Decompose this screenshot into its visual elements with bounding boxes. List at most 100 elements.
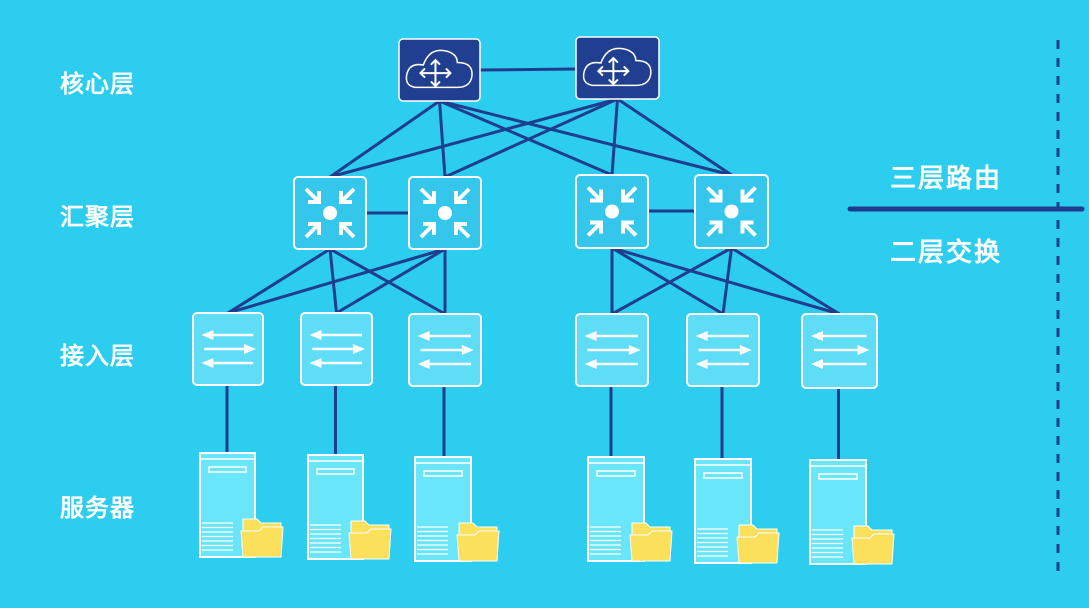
- arrow-head: [584, 331, 597, 341]
- server-slot: [316, 468, 355, 475]
- layer-label-aggregation: 汇聚层: [60, 203, 135, 231]
- access-switch-4: [575, 313, 649, 387]
- arrow-head: [417, 331, 430, 341]
- core-agg-link: [329, 99, 441, 179]
- server-5: [694, 458, 780, 564]
- folder-icon: [240, 518, 284, 558]
- arrow-head: [628, 345, 641, 355]
- arrow-head: [309, 358, 322, 368]
- center-dot: [724, 204, 739, 219]
- arrow-head: [417, 359, 430, 369]
- access-switch-1: [192, 312, 264, 386]
- arrow: [304, 187, 321, 204]
- server-slot: [208, 466, 247, 473]
- converge-arrows-icon: [419, 187, 471, 239]
- center-dot: [438, 206, 452, 220]
- bidirectional-arrows-icon: [695, 331, 752, 369]
- arrow-head: [244, 344, 256, 354]
- folder-front: [456, 530, 500, 562]
- server-2: [307, 454, 392, 560]
- server-4: [587, 456, 673, 562]
- label-layer3-routing: 三层路由: [890, 164, 1003, 194]
- arrow-head: [695, 331, 708, 341]
- layer-label-servers: 服务器: [60, 494, 135, 522]
- arrow: [339, 222, 356, 239]
- arrow-head: [739, 345, 752, 355]
- bidirectional-arrows-icon: [309, 330, 365, 368]
- cloud-icon: [582, 47, 652, 87]
- folder-icon: [348, 520, 392, 560]
- arrow-head: [811, 331, 823, 341]
- arrow: [586, 220, 603, 237]
- folder-icon: [629, 522, 673, 562]
- core-agg-link: [329, 97, 618, 179]
- arrow: [339, 187, 356, 204]
- bidirectional-arrows-icon: [584, 331, 641, 369]
- server-1: [199, 452, 284, 558]
- bidirectional-arrows-icon: [417, 331, 474, 369]
- agg-access-link: [730, 246, 841, 316]
- core-agg-link: [438, 99, 613, 177]
- agg-access-link: [611, 246, 733, 316]
- center-dot: [323, 206, 337, 220]
- arrows: [596, 56, 630, 86]
- arrow: [740, 186, 757, 203]
- arrow-head: [695, 359, 708, 369]
- layer-label-access: 接入层: [60, 342, 135, 370]
- arrow: [740, 220, 757, 237]
- core-agg-link: [616, 97, 733, 177]
- center-dot: [605, 204, 619, 219]
- arrow: [621, 220, 638, 237]
- arrow: [419, 222, 436, 239]
- core-interlink: [479, 67, 577, 72]
- arrows: [419, 58, 452, 88]
- agg-access-link: [335, 247, 446, 315]
- folder-icon: [456, 522, 500, 562]
- arrow: [454, 187, 471, 204]
- server-6: [809, 459, 895, 565]
- folder-icon: [851, 525, 895, 565]
- arrow: [419, 187, 436, 204]
- layer-label-core: 核心层: [60, 70, 135, 98]
- nodes: [192, 36, 895, 565]
- converge-arrows-icon: [706, 186, 757, 237]
- arrow-head: [201, 358, 214, 368]
- agg-access-link: [611, 246, 724, 316]
- server-3: [414, 456, 500, 562]
- arrow: [304, 222, 321, 239]
- arrow-head: [352, 344, 365, 354]
- core-router-1: [398, 38, 481, 102]
- core-agg-link: [438, 100, 447, 178]
- core-agg-link: [610, 98, 619, 176]
- converge-arrows-icon: [586, 186, 638, 237]
- aggregation-switch-4: [694, 174, 769, 249]
- folder-front: [629, 530, 673, 562]
- folder-front: [348, 528, 392, 560]
- arrow-head: [309, 330, 322, 340]
- agg-access-link: [227, 247, 331, 315]
- bidirectional-arrows-icon: [811, 331, 870, 369]
- agg-access-link: [227, 247, 446, 315]
- arrow-head: [201, 330, 214, 340]
- agg-access-link: [721, 247, 733, 315]
- arrow-head: [584, 359, 597, 369]
- access-switch-2: [300, 312, 373, 386]
- arrow: [586, 186, 603, 203]
- label-layer2-switching: 二层交换: [890, 238, 1003, 268]
- aggregation-switch-2: [408, 176, 482, 250]
- aggregation-switch-3: [575, 174, 649, 249]
- arrow-head: [857, 345, 870, 355]
- arrow: [454, 222, 471, 239]
- arrow: [621, 186, 638, 203]
- folder-front: [736, 532, 780, 564]
- server-slot: [596, 470, 636, 477]
- converge-arrows-icon: [304, 187, 356, 239]
- core-router-2: [575, 36, 660, 100]
- folder-icon: [736, 524, 780, 564]
- aggregation-switch-1: [293, 176, 367, 250]
- links: [225, 67, 841, 460]
- router-arrows-icon: [419, 58, 452, 88]
- core-agg-link: [439, 99, 732, 177]
- arrow-head: [461, 345, 474, 355]
